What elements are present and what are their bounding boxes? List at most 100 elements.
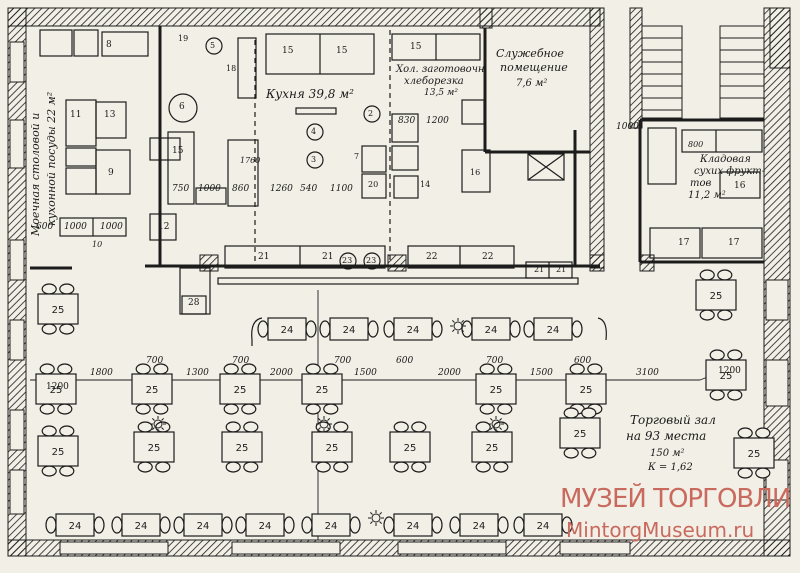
dining-table [705, 359, 747, 391]
dining-table [311, 513, 351, 537]
chair [137, 461, 153, 473]
chair [449, 516, 461, 534]
dining-table [523, 513, 563, 537]
dim-1000-a: 1000 [64, 222, 87, 232]
cold-prep-label-1: Хол. заготовочн [396, 64, 485, 75]
service-label-2: помещение [500, 61, 568, 74]
lamp-ray [327, 417, 331, 421]
chair [699, 309, 715, 321]
chair [305, 320, 317, 338]
dim-1200-hall: 1200 [46, 382, 69, 392]
lamp-ray [461, 329, 465, 333]
eq-23-b: 23 [366, 256, 377, 265]
table-number: 25 [148, 443, 161, 454]
chair [225, 421, 241, 433]
chair [153, 403, 169, 415]
chair [461, 320, 473, 338]
dishwash-equipment [39, 29, 181, 241]
chair [411, 461, 427, 473]
eq-22-b: 22 [482, 252, 494, 262]
dining-table [471, 317, 511, 341]
eq-21-d: 21 [556, 265, 567, 274]
eq-14: 14 [420, 180, 431, 189]
eq-18: 18 [226, 64, 237, 73]
hall-area: 150 м² [650, 448, 685, 459]
chair [57, 403, 73, 415]
chair [59, 283, 75, 295]
lamp-ray [369, 511, 373, 515]
chair [393, 461, 409, 473]
pantry-label-1: Кладовая [700, 154, 751, 165]
eq-19: 19 [178, 34, 189, 43]
dining-table [471, 431, 513, 463]
table-number: 25 [486, 443, 499, 454]
lamp-ray [151, 427, 155, 431]
chair [367, 320, 379, 338]
dim-1000: 1000 [198, 184, 221, 194]
chair [241, 403, 257, 415]
table-number: 24 [473, 521, 486, 532]
eq-6: 6 [179, 102, 185, 112]
table-number: 24 [259, 521, 272, 532]
eq-9: 9 [108, 168, 114, 178]
table-number: 24 [537, 521, 550, 532]
dim-750: 750 [172, 184, 190, 194]
lamp-symbols [150, 318, 504, 526]
lamp-ray [499, 417, 503, 421]
eq-5: 5 [210, 41, 216, 50]
pantry-label-3: тов [690, 178, 712, 189]
dim-600-c: 600 [36, 222, 54, 232]
dining-table [559, 417, 601, 449]
dim-1760: 1760 [240, 156, 261, 165]
table-number: 25 [720, 371, 733, 382]
eq-22-a: 22 [426, 252, 438, 262]
service-area: 7,6 м² [516, 78, 548, 89]
dim-2000-a: 2000 [270, 368, 293, 378]
chair [727, 389, 743, 401]
cold-prep-area: 13,5 м² [424, 88, 458, 98]
dining-table [311, 431, 353, 463]
chair [709, 349, 725, 361]
lamp-ray [317, 417, 321, 421]
chair [333, 421, 349, 433]
chair [305, 363, 321, 375]
pantry-equipment [647, 127, 763, 259]
table-number: 24 [343, 325, 356, 336]
chair [383, 320, 395, 338]
chair [41, 323, 57, 335]
table-number: 24 [325, 521, 338, 532]
dim-1500-b: 1500 [530, 368, 553, 378]
eq-4: 4 [311, 127, 317, 136]
hall-label-2: на 93 места [626, 429, 707, 443]
lamp-ray [161, 417, 165, 421]
lamp-ray [379, 521, 383, 525]
chair [349, 516, 361, 534]
dining-table [183, 513, 223, 537]
dining-table [221, 431, 263, 463]
chair [431, 516, 443, 534]
lamp-ray [327, 427, 331, 431]
dining-table [733, 437, 775, 469]
table-number: 24 [135, 521, 148, 532]
chair [301, 516, 313, 534]
dim-700-d: 700 [486, 356, 504, 366]
chair [717, 269, 733, 281]
dishwash-label-2: кухонной посуды 22 м² [45, 91, 58, 226]
chair [283, 516, 295, 534]
dining-table [35, 373, 77, 405]
pantry-area: 11,2 м² [688, 190, 726, 201]
chair [221, 516, 233, 534]
eq-20: 20 [368, 180, 379, 189]
eq-21-a: 21 [258, 252, 270, 262]
dashed-partition [254, 30, 391, 262]
dining-table [329, 317, 369, 341]
eq-17-b: 17 [728, 238, 740, 248]
chair [235, 516, 247, 534]
chair [523, 320, 535, 338]
table-number: 25 [574, 429, 587, 440]
lamp-icon [319, 419, 329, 429]
chair [571, 320, 583, 338]
cold-prep-label-2: хлеборезка [404, 76, 464, 87]
chair [225, 461, 241, 473]
service-label-1: Служебное [496, 47, 564, 60]
